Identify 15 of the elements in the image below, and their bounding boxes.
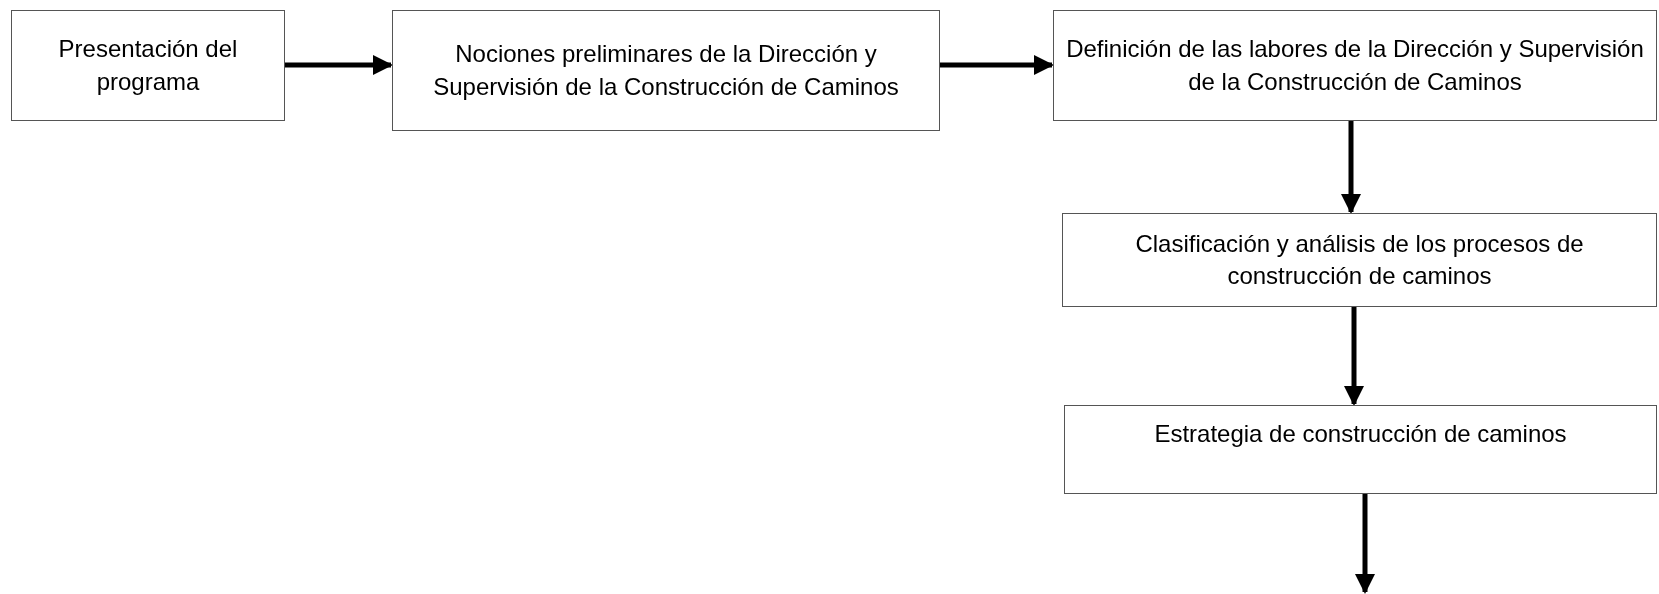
arrow <box>1355 494 1375 594</box>
process-box <box>1053 10 1657 121</box>
arrow <box>940 55 1054 75</box>
process-box <box>1062 213 1657 307</box>
process-box <box>1064 405 1657 494</box>
box-text: Definición de las labores de la Dirección y Supervisión de la Construcción de Caminos <box>1065 34 1645 97</box>
box-text: Estrategia de construcción de caminos <box>1154 419 1567 449</box>
box-text: Nociones preliminares de la Dirección y Supervisión de la Construcción de Caminos <box>432 39 900 102</box>
box-text: Presentación del programa <box>57 34 239 97</box>
arrow <box>1341 121 1361 214</box>
process-box <box>11 10 285 121</box>
arrow <box>1344 307 1364 406</box>
box-text: Clasificación y análisis de los procesos de construcción de caminos <box>1134 228 1585 291</box>
process-box <box>392 10 940 131</box>
arrow <box>285 55 393 75</box>
